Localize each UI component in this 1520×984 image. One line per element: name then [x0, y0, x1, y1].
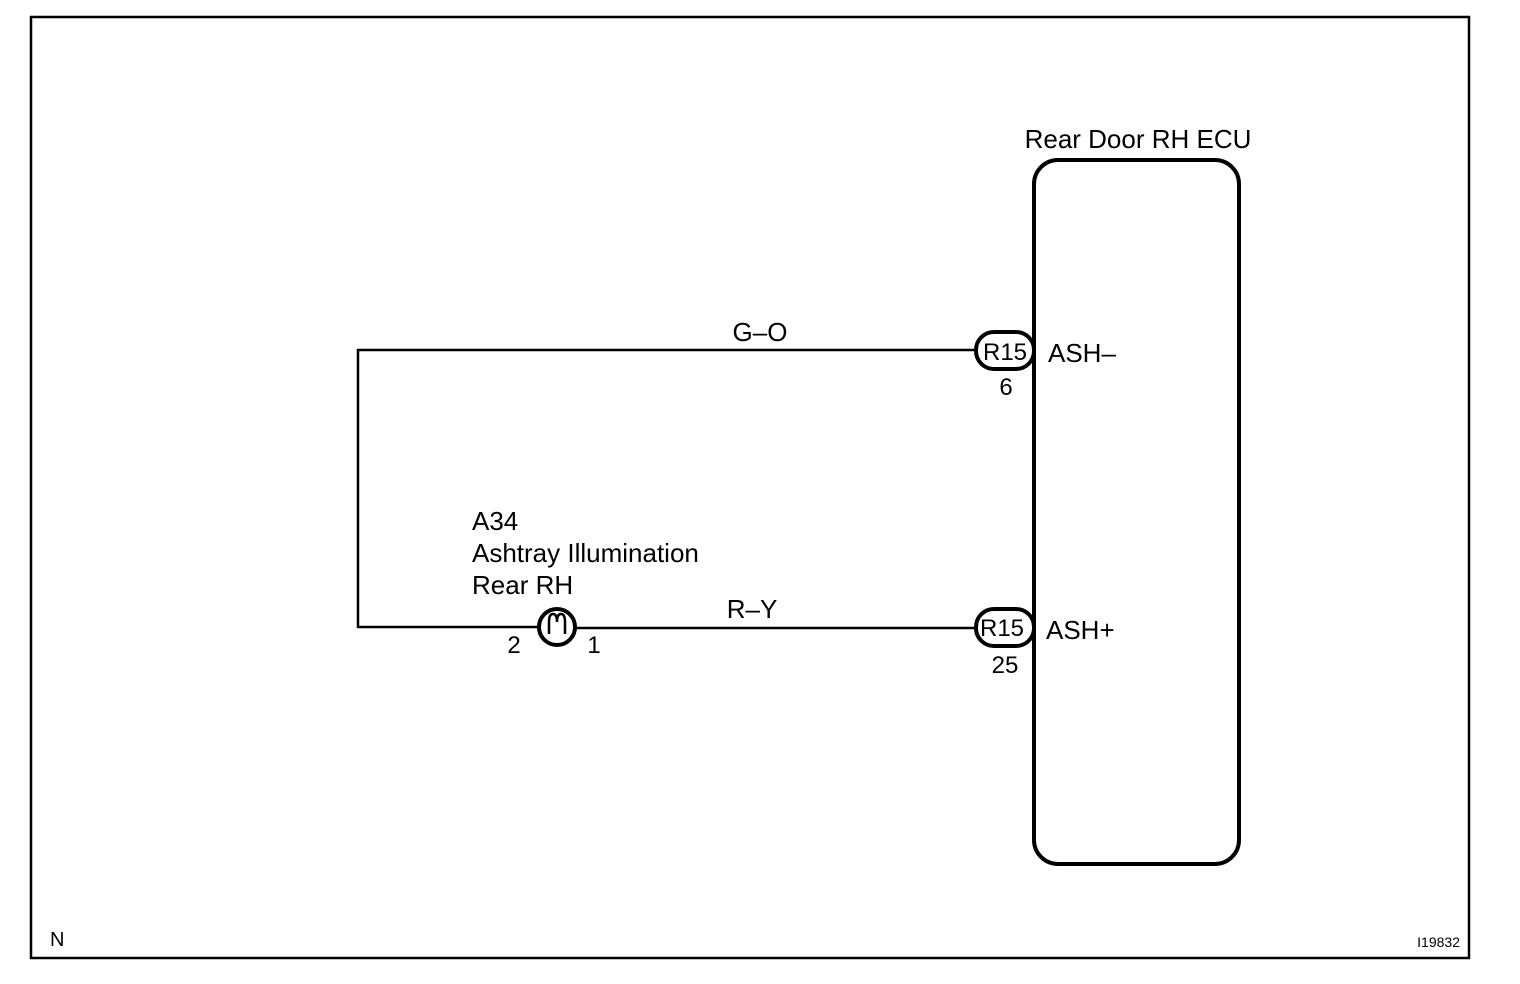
- connector-id: R15: [980, 615, 1024, 642]
- figure-id: I19832: [1417, 934, 1460, 950]
- wire-label-top: G–O: [733, 317, 788, 347]
- connector-r15-pin6: R15 6 ASH–: [974, 330, 1116, 401]
- component-name: Ashtray Illumination: [472, 538, 699, 568]
- ecu-title: Rear Door RH ECU: [1025, 124, 1252, 154]
- diagram-frame: [29, 15, 1471, 960]
- wire-go: [356, 348, 976, 629]
- bulb-pin-right: 1: [587, 632, 600, 659]
- terminal-label: ASH+: [1046, 615, 1115, 645]
- bulb-icon: [537, 607, 577, 647]
- ecu-box: [1032, 158, 1241, 866]
- connector-id: R15: [983, 339, 1027, 366]
- corner-label-left: N: [50, 929, 64, 951]
- connector-outline: [974, 330, 1036, 371]
- connector-pin: 25: [992, 652, 1019, 679]
- wire-label-bottom: R–Y: [727, 594, 778, 624]
- component-location: Rear RH: [472, 570, 573, 600]
- connector-outline: [974, 607, 1036, 648]
- connector-r15-pin25: R15 25 ASH+: [974, 607, 1115, 679]
- connector-pin: 6: [999, 374, 1012, 401]
- component-code: A34: [472, 506, 518, 536]
- terminal-label: ASH–: [1048, 338, 1116, 368]
- bulb-pin-left: 2: [507, 632, 520, 659]
- bulb-outline: [537, 607, 577, 647]
- bulb-filament: [547, 612, 567, 634]
